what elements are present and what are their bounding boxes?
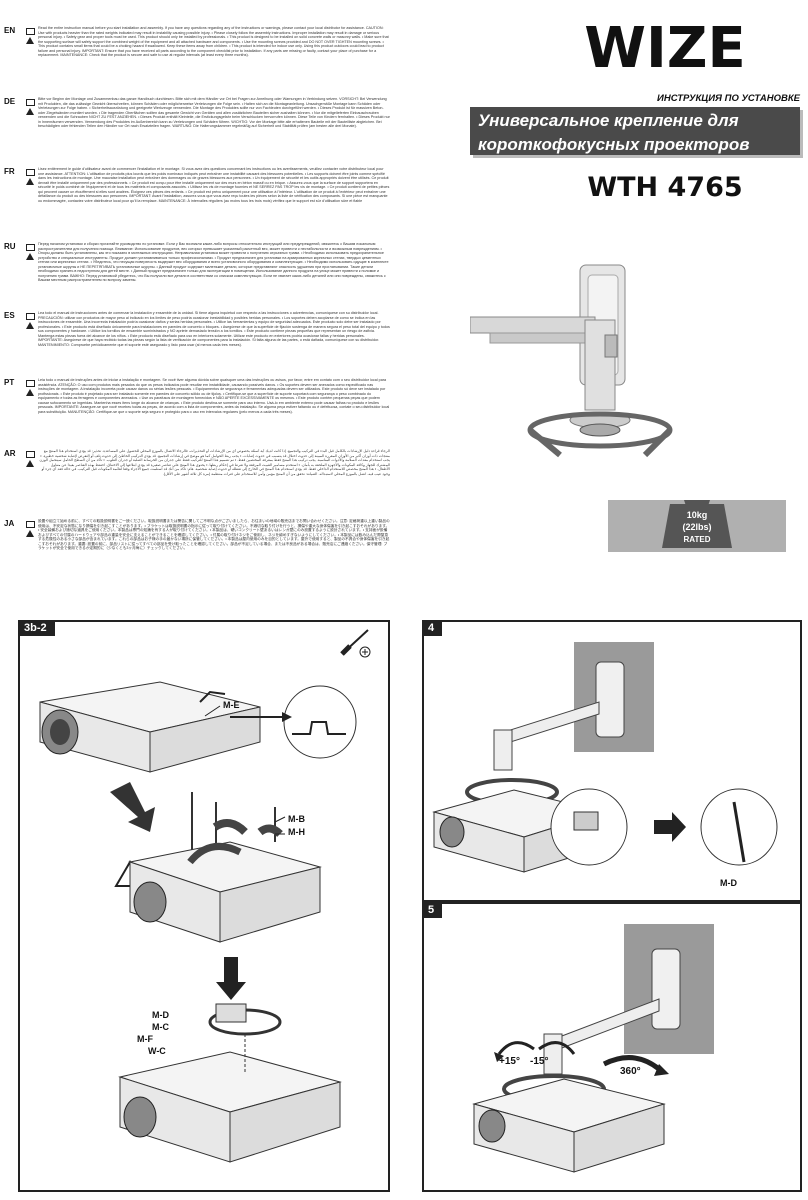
warning-icon <box>26 178 34 185</box>
model-number: WTH 4765 <box>587 172 743 203</box>
part-label: M-D <box>152 1010 169 1020</box>
step-number: 5 <box>422 902 443 918</box>
part-label: W-C <box>148 1046 166 1056</box>
lang-code: RU <box>4 242 16 251</box>
manual-icon <box>26 451 35 458</box>
part-label: M-H <box>288 827 305 837</box>
product-title-line2: короткофокусных проекторов <box>478 135 750 154</box>
section-text: Read the entire instruction manual befor… <box>38 26 389 57</box>
step-number: 4 <box>422 620 443 636</box>
lang-code: JA <box>4 519 15 528</box>
product-title-banner: Универсальное крепление для короткофокус… <box>470 107 800 155</box>
section-text: Lea todo el manual de instrucciones ante… <box>38 311 390 347</box>
lang-code: EN <box>4 26 16 35</box>
warning-icon <box>26 108 34 115</box>
section-text: الرجاء قراءة دليل الإرشادات بالكامل قبل … <box>39 449 390 476</box>
section-text: Leia todo o manual de instruções antes d… <box>38 378 390 414</box>
step-panel-4: 4 M-D <box>422 620 802 902</box>
lang-code: PT <box>4 378 15 387</box>
part-label: M-D <box>720 878 737 888</box>
section-text: 設置や組立て始める前に、すべての取扱説明書をご一読ください。取扱説明書または警告… <box>38 519 390 550</box>
svg-text:10kg: 10kg <box>687 510 708 520</box>
section-text: Перед началом установки и сборки прочита… <box>38 242 389 282</box>
section-text: Lisez entièrement le guide d'utilisateur… <box>38 167 390 203</box>
lang-code: ES <box>4 311 15 320</box>
warning-icon <box>26 253 34 260</box>
svg-text:RATED: RATED <box>684 535 711 544</box>
manual-icon <box>26 521 35 528</box>
manual-icon <box>26 99 35 106</box>
warning-icon <box>26 460 34 467</box>
tilt-plus-label: +15° <box>499 1056 520 1067</box>
warning-icon <box>26 322 34 329</box>
manual-icon <box>26 244 35 251</box>
step-panel-5: 5 +15° -15° 360° <box>422 902 802 1192</box>
lang-code: AR <box>4 449 16 458</box>
step-panel-3b2: 3b-2 <box>18 620 390 1192</box>
svg-text:(22lbs): (22lbs) <box>682 522 711 532</box>
brand-logo: WIZE <box>545 12 785 81</box>
svg-text:WIZE: WIZE <box>584 16 745 72</box>
warning-icon <box>26 37 34 44</box>
manual-icon <box>26 28 35 35</box>
lang-code: FR <box>4 167 15 176</box>
document-type: ИНСТРУКЦИЯ ПО УСТАНОВКЕ <box>657 93 800 104</box>
part-label: M-B <box>288 814 305 824</box>
manual-icon <box>26 380 35 387</box>
manual-icon <box>26 169 35 176</box>
warning-icon <box>26 389 34 396</box>
rotation-label: 360° <box>620 1066 641 1077</box>
tilt-minus-label: -15° <box>530 1056 549 1067</box>
part-label: M-F <box>137 1034 153 1044</box>
product-title-line1: Универсальное крепление для <box>478 111 739 130</box>
manual-icon <box>26 313 35 320</box>
part-label: M-E <box>223 700 240 710</box>
step-number: 3b-2 <box>18 620 55 636</box>
warning-icon <box>26 530 34 537</box>
section-text: Bitte vor Beginn der Montage und Zusamme… <box>38 97 390 128</box>
part-label: M-C <box>152 1022 169 1032</box>
product-illustration <box>469 215 800 495</box>
lang-code: DE <box>4 97 16 106</box>
weight-rating-box: 10kg (22lbs) RATED <box>608 500 786 552</box>
